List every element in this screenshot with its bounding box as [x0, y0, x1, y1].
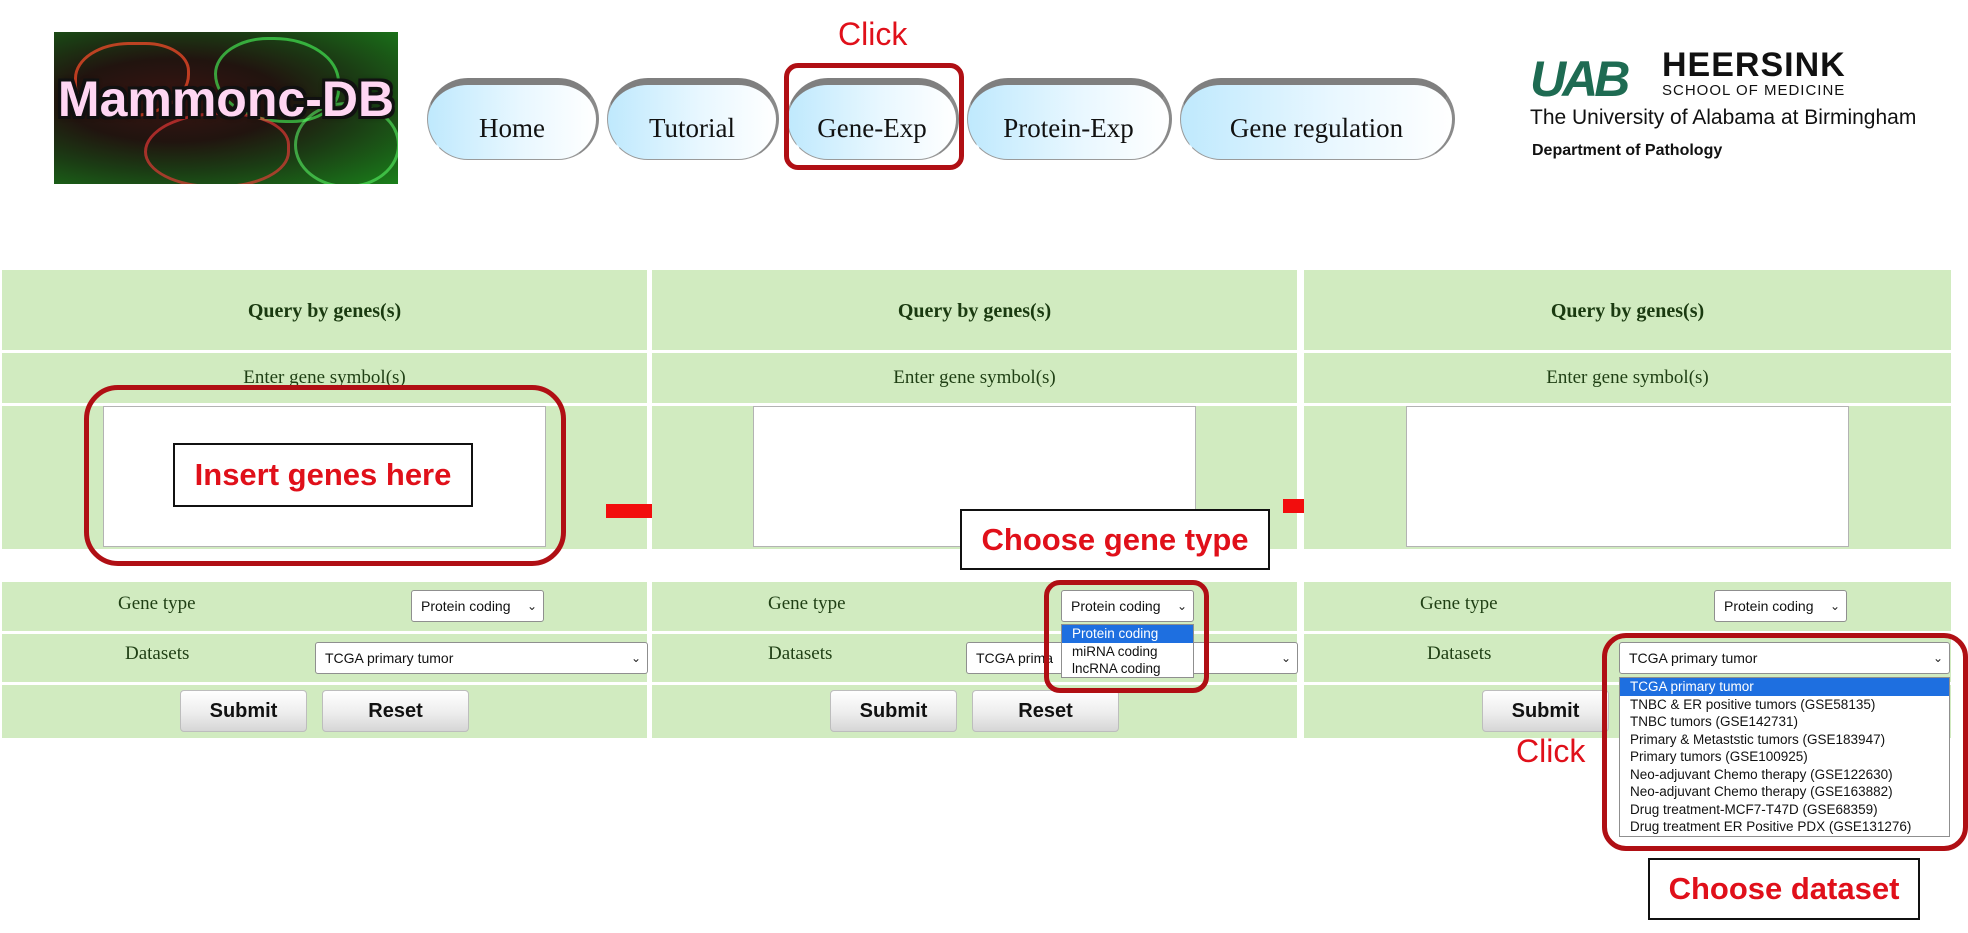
buttons-row: Submit Reset	[2, 685, 647, 738]
gene-type-row: Gene type Protein coding ⌄	[2, 582, 647, 631]
gene-type-select-value: Protein coding	[421, 598, 511, 614]
gene-type-select[interactable]: Protein coding ⌄	[411, 590, 544, 622]
gene-type-row: Gene type Protein coding ⌄	[652, 582, 1297, 631]
gene-exp-highlight-box	[784, 63, 964, 170]
query-panel-1: Query by genes(s) Enter gene symbol(s) G…	[2, 270, 648, 740]
panel-subtitle: Enter gene symbol(s)	[243, 367, 406, 388]
panel-title-row: Query by genes(s)	[2, 270, 647, 350]
click-annotation-bottom: Click	[1516, 733, 1586, 769]
uab-mark: UAB	[1530, 51, 1630, 107]
uab-school: SCHOOL OF MEDICINE	[1662, 82, 1846, 99]
gene-type-option[interactable]: lncRNA coding	[1072, 661, 1161, 676]
logo-text: Mammonc-DB	[57, 71, 395, 127]
datasets-select[interactable]: TCGA primary tumor ⌄	[1619, 642, 1950, 674]
gene-type-label: Gene type	[118, 593, 196, 614]
submit-button[interactable]: Submit	[180, 690, 307, 732]
chevron-down-icon: ⌄	[526, 599, 537, 613]
dataset-option[interactable]: Primary & Metaststic tumors (GSE183947)	[1630, 731, 1886, 747]
nav-protein-exp-button[interactable]: Protein-Exp	[967, 78, 1172, 160]
insert-genes-annotation: Insert genes here	[173, 443, 473, 507]
panel-subtitle-row: Enter gene symbol(s)	[652, 353, 1297, 403]
gene-symbols-textarea[interactable]	[1406, 406, 1849, 547]
gene-type-select[interactable]: Protein coding ⌄	[1714, 590, 1847, 622]
mammonc-db-logo: Mammonc-DB	[54, 32, 398, 184]
datasets-dropdown-list[interactable]: TCGA primary tumor TNBC & ER positive tu…	[1619, 677, 1950, 837]
panel-title-row: Query by genes(s)	[1304, 270, 1951, 350]
gene-type-select-value: Protein coding	[1724, 598, 1814, 614]
gene-type-dropdown-list[interactable]: Protein coding miRNA coding lncRNA codin…	[1061, 624, 1194, 678]
datasets-select-value: TCGA prima	[976, 650, 1054, 666]
nav-gene-exp-button[interactable]: Gene-Exp	[787, 78, 959, 160]
dataset-option[interactable]: Drug treatment-MCF7-T47D (GSE68359)	[1630, 801, 1878, 817]
panel-subtitle-row: Enter gene symbol(s)	[1304, 353, 1951, 403]
panel-title-row: Query by genes(s)	[652, 270, 1297, 350]
dataset-option[interactable]: TNBC tumors (GSE142731)	[1630, 714, 1799, 729]
chevron-down-icon: ⌄	[1176, 599, 1187, 613]
chevron-down-icon: ⌄	[1932, 651, 1943, 665]
dataset-option[interactable]: Neo-adjuvant Chemo therapy (GSE163882)	[1630, 784, 1893, 799]
dataset-option[interactable]: Drug treatment ER Positive PDX (GSE13127…	[1630, 819, 1912, 834]
gene-type-option[interactable]: miRNA coding	[1072, 643, 1158, 659]
gene-type-row: Gene type Protein coding ⌄	[1304, 582, 1951, 631]
insert-genes-highlight-box	[84, 385, 566, 566]
panel-subtitle: Enter gene symbol(s)	[893, 367, 1056, 388]
gene-type-select[interactable]: Protein coding ⌄	[1061, 590, 1194, 622]
datasets-select-value: TCGA primary tumor	[325, 650, 454, 666]
datasets-select-value: TCGA primary tumor	[1629, 650, 1758, 666]
dataset-option[interactable]: TNBC & ER positive tumors (GSE58135)	[1630, 696, 1876, 712]
dataset-option[interactable]: TCGA primary tumor	[1620, 678, 1949, 696]
datasets-row: Datasets TCGA primary tumor ⌄	[1304, 634, 1951, 682]
gene-type-highlight-box	[1044, 580, 1209, 693]
datasets-row: Datasets TCGA primary tumor ⌄	[2, 634, 648, 682]
gene-type-label: Gene type	[1420, 593, 1498, 614]
reset-button[interactable]: Reset	[322, 690, 469, 732]
uab-department: Department of Pathology	[1532, 142, 1723, 159]
nav-tutorial-button[interactable]: Tutorial	[607, 78, 779, 160]
click-annotation-top: Click	[838, 16, 908, 52]
uab-university: The University of Alabama at Birmingham	[1530, 106, 1917, 129]
nav-gene-regulation-button[interactable]: Gene regulation	[1180, 78, 1455, 160]
buttons-row: Submit Reset	[652, 685, 1297, 738]
datasets-label: Datasets	[768, 643, 833, 664]
uab-heersink-logo: UAB HEERSINK SCHOOL OF MEDICINE The Univ…	[1510, 40, 1930, 180]
chevron-down-icon: ⌄	[1280, 651, 1291, 665]
reset-button[interactable]: Reset	[972, 690, 1119, 732]
panel-title: Query by genes(s)	[247, 300, 402, 322]
gene-type-option[interactable]: Protein coding	[1062, 625, 1193, 643]
submit-button[interactable]: Submit	[830, 690, 957, 732]
uab-name: HEERSINK	[1662, 46, 1846, 84]
panel-title: Query by genes(s)	[1550, 300, 1705, 322]
gene-type-label: Gene type	[768, 593, 846, 614]
datasets-select[interactable]: TCGA primary tumor ⌄	[315, 642, 648, 674]
dataset-option[interactable]: Neo-adjuvant Chemo therapy (GSE122630)	[1630, 766, 1893, 782]
panel-title: Query by genes(s)	[897, 300, 1052, 322]
gene-type-select-value: Protein coding	[1071, 598, 1161, 614]
chevron-down-icon: ⌄	[630, 651, 641, 665]
gene-input-row	[1304, 406, 1951, 549]
dataset-option[interactable]: Primary tumors (GSE100925)	[1630, 749, 1808, 764]
datasets-label: Datasets	[1427, 643, 1492, 664]
submit-button[interactable]: Submit	[1482, 690, 1609, 732]
choose-dataset-annotation: Choose dataset	[1648, 858, 1920, 920]
datasets-label: Datasets	[125, 643, 190, 664]
nav-home-button[interactable]: Home	[427, 78, 599, 160]
panel-subtitle: Enter gene symbol(s)	[1546, 367, 1709, 388]
chevron-down-icon: ⌄	[1829, 599, 1840, 613]
dataset-highlight-box	[1602, 633, 1968, 851]
choose-gene-type-annotation: Choose gene type	[960, 509, 1270, 570]
